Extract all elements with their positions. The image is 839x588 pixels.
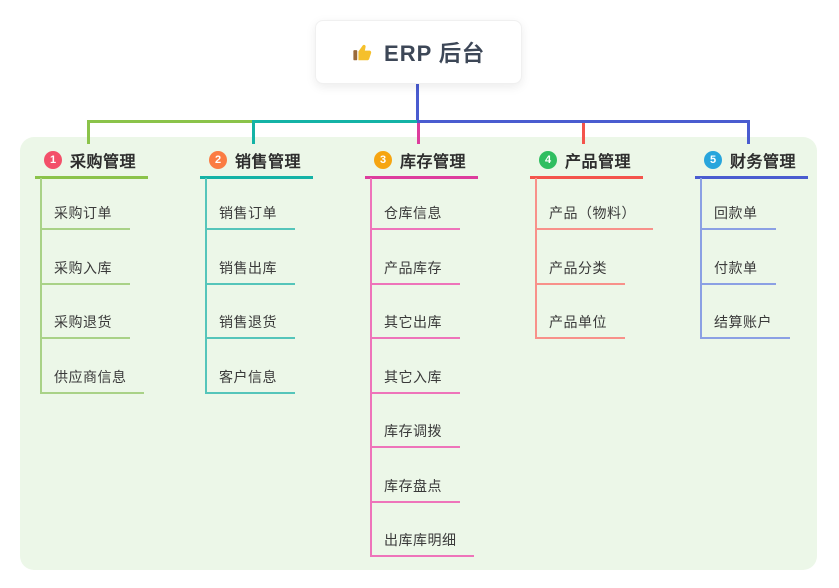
child-node[interactable]: 销售退货 (219, 314, 277, 330)
child-node[interactable]: 销售订单 (219, 205, 277, 221)
child-underline (370, 228, 460, 230)
branch-trunk-5 (700, 178, 702, 339)
branch-trunk-3 (370, 178, 372, 557)
branch-trunk-2 (205, 178, 207, 394)
child-node[interactable]: 产品分类 (549, 260, 607, 276)
branch-label-2: 销售管理 (235, 154, 302, 171)
child-underline (535, 228, 653, 230)
child-underline (370, 446, 460, 448)
child-node[interactable]: 结算账户 (714, 314, 772, 330)
child-node[interactable]: 其它入库 (384, 369, 442, 385)
branch-label-5: 财务管理 (730, 154, 797, 171)
child-node[interactable]: 其它出库 (384, 314, 442, 330)
branch-trunk-4 (535, 178, 537, 339)
branch-underline-5 (695, 176, 808, 179)
root-node[interactable]: ERP 后台 (315, 20, 522, 84)
branch-badge-4: 4 (539, 151, 557, 169)
child-node[interactable]: 库存调拨 (384, 423, 442, 439)
child-node[interactable]: 采购订单 (54, 205, 112, 221)
child-underline (370, 283, 460, 285)
branch-underline-4 (530, 176, 643, 179)
child-underline (700, 337, 790, 339)
child-underline (205, 283, 295, 285)
root-title: ERP 后台 (384, 41, 485, 66)
connector-horizontal-seg2 (252, 120, 418, 123)
child-node[interactable]: 出库库明细 (384, 532, 457, 548)
branch-node-5[interactable]: 5 财务管理 (704, 148, 796, 172)
child-underline (205, 392, 295, 394)
child-underline (535, 337, 625, 339)
branch-underline-2 (200, 176, 313, 179)
child-node[interactable]: 销售出库 (219, 260, 277, 276)
child-underline (700, 283, 776, 285)
child-underline (205, 228, 295, 230)
child-underline (40, 392, 144, 394)
branch-badge-5: 5 (704, 151, 722, 169)
child-node[interactable]: 产品库存 (384, 260, 442, 276)
child-underline (370, 501, 460, 503)
child-node[interactable]: 供应商信息 (54, 369, 127, 385)
branch-underline-3 (365, 176, 478, 179)
branch-badge-3: 3 (374, 151, 392, 169)
branches-panel (20, 137, 817, 570)
child-node[interactable]: 采购入库 (54, 260, 112, 276)
child-underline (370, 555, 474, 557)
branch-label-3: 库存管理 (400, 154, 467, 171)
child-node[interactable]: 回款单 (714, 205, 758, 221)
thumbs-up-icon (352, 41, 374, 63)
child-node[interactable]: 采购退货 (54, 314, 112, 330)
connector-root-vertical (416, 82, 419, 121)
branch-node-1[interactable]: 1 采购管理 (44, 148, 136, 172)
child-underline (370, 392, 460, 394)
connector-drop-3 (417, 123, 420, 144)
branch-node-3[interactable]: 3 库存管理 (374, 148, 466, 172)
child-underline (40, 283, 130, 285)
branch-badge-2: 2 (209, 151, 227, 169)
connector-drop-2 (252, 120, 255, 144)
child-underline (370, 337, 460, 339)
branch-badge-1: 1 (44, 151, 62, 169)
connector-drop-5 (747, 120, 750, 144)
child-node[interactable]: 产品单位 (549, 314, 607, 330)
child-node[interactable]: 客户信息 (219, 369, 277, 385)
child-underline (40, 228, 130, 230)
branch-node-2[interactable]: 2 销售管理 (209, 148, 301, 172)
branch-node-4[interactable]: 4 产品管理 (539, 148, 631, 172)
child-underline (40, 337, 130, 339)
child-underline (700, 228, 776, 230)
connector-drop-4 (582, 123, 585, 144)
child-underline (205, 337, 295, 339)
child-node[interactable]: 产品（物料） (549, 205, 636, 221)
connector-horizontal-seg1 (87, 120, 252, 123)
child-underline (535, 283, 625, 285)
connector-horizontal-seg3 (417, 120, 750, 123)
branch-label-1: 采购管理 (70, 154, 137, 171)
branch-trunk-1 (40, 178, 42, 394)
branch-label-4: 产品管理 (565, 154, 632, 171)
child-node[interactable]: 库存盘点 (384, 478, 442, 494)
branch-underline-1 (35, 176, 148, 179)
child-node[interactable]: 仓库信息 (384, 205, 442, 221)
connector-drop-1 (87, 120, 90, 144)
child-node[interactable]: 付款单 (714, 260, 758, 276)
